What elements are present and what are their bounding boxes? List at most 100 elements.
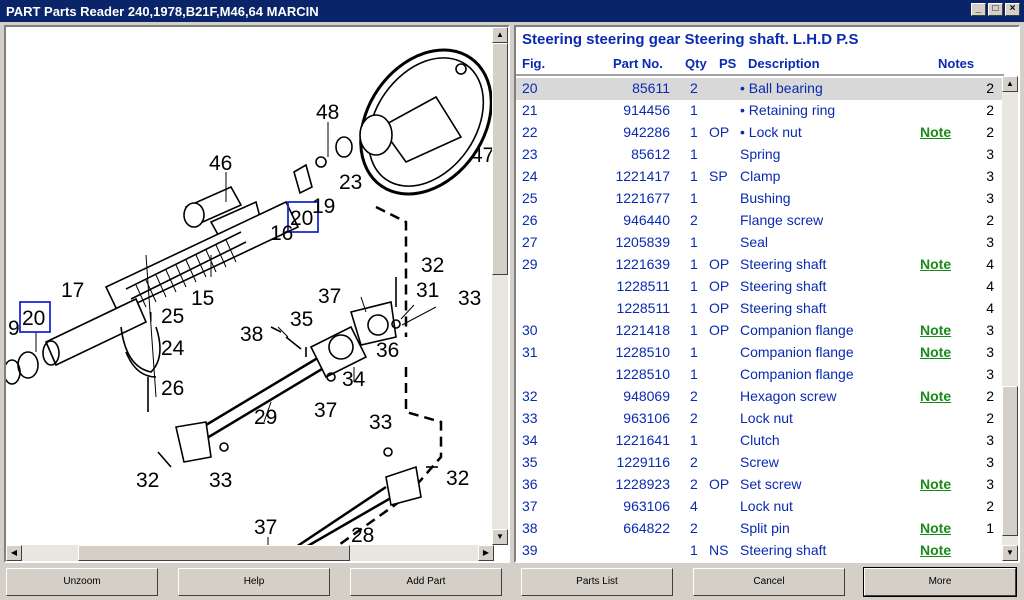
row-note-link[interactable]: Note [920,476,952,492]
maximize-button[interactable]: □ [988,3,1003,16]
row-level: 4 [986,300,994,316]
list-vertical-scrollbar[interactable]: ▲ ▼ [1002,76,1018,561]
scroll-down-icon[interactable]: ▼ [492,529,508,545]
callout-label: 33 [209,469,232,492]
row-level: 2 [986,102,994,118]
row-qty: 2 [690,388,698,404]
row-note-link[interactable]: Note [920,520,952,536]
callout-label: 37 [318,285,341,308]
column-header-desc[interactable]: Description [748,56,820,71]
row-note-link[interactable]: Note [920,344,952,360]
row-level: 3 [986,476,994,492]
row-qty: 1 [690,432,698,448]
diagram-panel[interactable]: 48 46 23 47 19 20 16 17 15 20 25 24 26 9… [4,25,510,563]
row-note-link[interactable]: Note [920,322,952,338]
row-level: 3 [986,454,994,470]
row-note-link[interactable]: Note [920,124,952,140]
row-part-number: 963106 [623,498,670,514]
row-description: Steering shaft [740,278,827,294]
row-level: 3 [986,366,994,382]
row-qty: 2 [690,80,698,96]
row-ps: OP [709,322,730,338]
row-part-number: 1228511 [616,300,670,316]
callout-label: 34 [342,368,366,391]
column-header-qty[interactable]: Qty [685,56,707,71]
parts-list-button[interactable]: Parts List [521,568,673,596]
scroll-down-icon[interactable]: ▼ [1002,545,1018,561]
column-header-notes[interactable]: Notes [938,56,975,71]
row-part-number: 1205839 [615,234,670,250]
row-note-link[interactable]: Note [920,256,952,272]
diagram-vertical-scrollbar[interactable]: ▲ ▼ [492,27,508,545]
row-qty: 1 [690,102,698,118]
minimize-button[interactable]: _ [971,3,986,16]
row-qty: 1 [690,190,698,206]
callout-label: 28 [351,524,374,547]
scroll-thumb[interactable] [1002,386,1018,536]
highlight-box-20-lower [19,301,51,333]
row-ps: OP [709,256,730,272]
row-level: 3 [986,322,994,338]
row-part-number: 1228923 [615,476,670,492]
column-header-part[interactable]: Part No. [613,56,663,71]
diagram-horizontal-scrollbar[interactable]: ◀ ▶ [6,545,494,561]
scroll-up-icon[interactable]: ▲ [492,27,508,43]
row-ps: OP [709,124,730,140]
row-description: Steering shaft [740,256,827,272]
close-button[interactable]: × [1005,3,1020,16]
column-header-fig[interactable]: Fig. [522,56,546,71]
row-level: 3 [986,168,994,184]
row-qty: 2 [690,212,698,228]
scroll-up-icon[interactable]: ▲ [1002,76,1018,92]
more-button[interactable]: More [863,567,1017,597]
callout-label: 23 [339,171,362,194]
unzoom-button[interactable]: Unzoom [6,568,158,596]
row-description: Hexagon screw [740,388,837,404]
exploded-parts-diagram[interactable]: 48 46 23 47 19 20 16 17 15 20 25 24 26 9… [6,27,494,547]
help-button[interactable]: Help [178,568,330,596]
scroll-right-icon[interactable]: ▶ [478,545,494,561]
row-part-number: 85612 [631,146,670,162]
row-part-number: 1221417 [615,168,670,184]
row-description: Clamp [740,168,781,184]
scroll-left-icon[interactable]: ◀ [6,545,22,561]
row-level: 3 [986,344,994,360]
row-part-number: 914456 [623,102,670,118]
row-note-link[interactable]: Note [920,388,952,404]
column-header-ps[interactable]: PS [719,56,737,71]
callout-label: 9 [8,317,20,340]
cancel-button[interactable]: Cancel [693,568,845,596]
scroll-thumb[interactable] [78,545,350,561]
row-level: 4 [986,278,994,294]
add-part-button[interactable]: Add Part [350,568,502,596]
row-part-number: 1221639 [615,256,670,272]
row-fig: 36 [522,476,538,492]
scroll-thumb[interactable] [492,43,508,275]
row-fig: 25 [522,190,538,206]
row-note-link[interactable]: Note [920,542,952,558]
row-description: Spring [740,146,781,162]
